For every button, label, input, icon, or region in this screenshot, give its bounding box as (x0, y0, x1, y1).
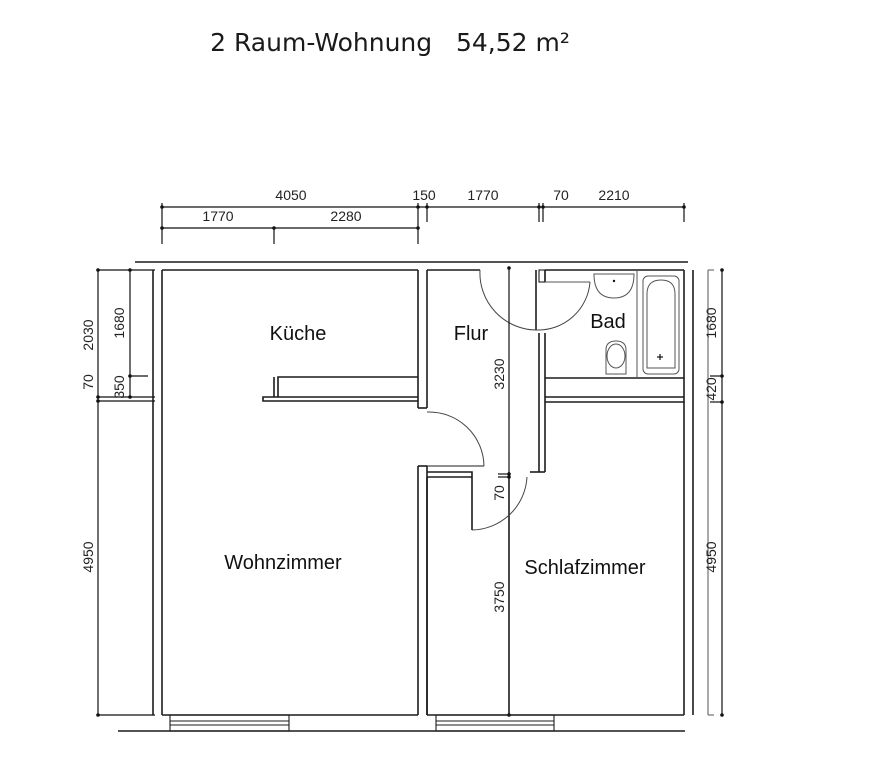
sink-icon (593, 273, 635, 299)
dim-top-total-left: 4050 (275, 187, 306, 203)
bathroom-fixtures (593, 270, 680, 378)
dim-left-kitchen-total: 2030 (80, 319, 96, 350)
dim-left-living-height: 4950 (80, 541, 96, 572)
toilet-icon (605, 340, 627, 375)
dim-right-wall: 420 (703, 377, 719, 401)
dim-top-hall-width: 1770 (467, 187, 498, 203)
room-label-living-room: Wohnzimmer (224, 552, 342, 574)
outer-walls (118, 261, 694, 732)
right-room-walls (426, 269, 684, 716)
dim-top-kitchen-left: 1770 (202, 208, 233, 224)
apartment-area: 54,52 m² (455, 28, 570, 57)
apartment-type: 2 Raum-Wohnung (210, 28, 433, 57)
left-dimensions: 2030 1680 70 350 4950 (80, 268, 155, 717)
dim-right-bath-height: 1680 (703, 307, 719, 338)
right-dimensions: 1680 420 4950 (703, 268, 724, 717)
room-label-hallway: Flur (454, 323, 489, 345)
dim-left-wall-gap: 70 (80, 374, 96, 390)
dim-hall-wall: 70 (491, 485, 507, 501)
bedroom-door-swing (471, 476, 528, 531)
entrance-door-swing (479, 269, 537, 331)
dim-top-right-width: 2210 (598, 187, 629, 203)
living-room-door-swing (426, 411, 485, 467)
dim-hall-lower: 3750 (491, 581, 507, 612)
dim-top-wall-2: 70 (553, 187, 569, 203)
room-label-kitchen: Küche (270, 323, 327, 345)
dim-left-kitchen-inner: 1680 (111, 307, 127, 338)
bathroom-door-swing (535, 281, 591, 331)
dim-top-wall-1: 150 (412, 187, 436, 203)
room-label-bedroom: Schlafzimmer (524, 557, 645, 579)
dim-right-bedroom-height: 4950 (703, 541, 719, 572)
top-dimensions: 4050 150 1770 70 2210 1770 2280 (160, 187, 686, 244)
room-label-bathroom: Bad (590, 311, 626, 333)
windows (169, 714, 555, 732)
window-bedroom (435, 714, 555, 732)
window-living-room (169, 714, 290, 732)
page-title: 2 Raum-Wohnung 54,52 m² (0, 28, 780, 57)
dim-left-counter: 350 (111, 375, 127, 399)
bathtub-icon (642, 275, 680, 375)
dim-hall-upper: 3230 (491, 358, 507, 389)
dim-top-kitchen-right: 2280 (330, 208, 361, 224)
